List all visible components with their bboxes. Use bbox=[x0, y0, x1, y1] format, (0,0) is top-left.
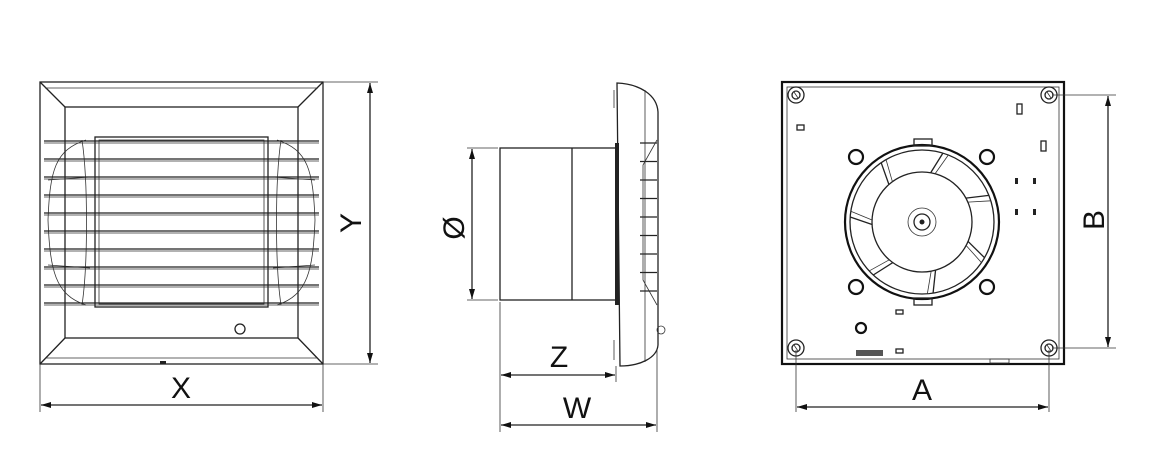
mounting-lug bbox=[978, 278, 996, 296]
motor-hub bbox=[871, 171, 973, 273]
face-plate bbox=[616, 82, 659, 367]
mounting-screw-icon bbox=[787, 86, 805, 104]
dimension-label-b: B bbox=[1078, 210, 1111, 230]
back-view: B A bbox=[780, 80, 1116, 412]
front-view: Y X bbox=[39, 81, 378, 412]
front-inner-bevel bbox=[64, 106, 299, 339]
dimension-label-y: Y bbox=[335, 213, 368, 233]
dimension-label-diameter: Ø bbox=[438, 216, 471, 239]
duct-body bbox=[499, 147, 618, 301]
dimension-label-a: A bbox=[912, 374, 932, 407]
back-outer-frame bbox=[780, 80, 1066, 366]
mounting-lug bbox=[978, 148, 996, 166]
dimension-label-z: Z bbox=[550, 341, 568, 374]
side-grille-fins bbox=[640, 142, 657, 292]
front-grille bbox=[44, 136, 319, 308]
fan-blades bbox=[849, 152, 991, 294]
dimension-label-w: W bbox=[563, 392, 592, 425]
fan-housing bbox=[843, 143, 1001, 301]
dimension-label-x: X bbox=[171, 372, 191, 405]
front-outer-frame bbox=[39, 81, 324, 365]
mounting-lug bbox=[847, 278, 865, 296]
mounting-lug bbox=[847, 148, 865, 166]
side-view: Ø Z W bbox=[438, 82, 666, 432]
indicator-light bbox=[234, 323, 246, 335]
